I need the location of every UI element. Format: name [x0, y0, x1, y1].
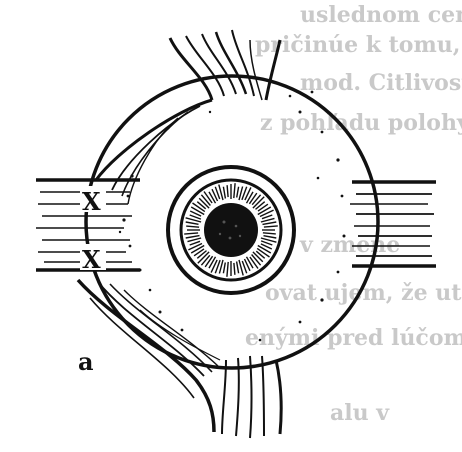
- lower-oblique-muscle: [78, 280, 220, 432]
- cut-mark-upper: X: [82, 187, 101, 216]
- bg-text-line: z pohľadu polohy dve: [260, 110, 462, 136]
- iris-ray: [234, 263, 235, 275]
- bg-text-line: enými pred lúčom: [245, 325, 462, 351]
- pupil: [204, 203, 258, 257]
- bg-text-line: alu v: [330, 400, 390, 426]
- iris: [168, 167, 294, 293]
- bg-text-line: mod. Citlivosť prístupnosť: [300, 70, 462, 96]
- iris-ray: [227, 185, 228, 197]
- bg-text-line: pričinúe k tomu, že dea pre np: [255, 32, 462, 58]
- cut-mark-lower: X: [82, 245, 101, 274]
- bg-text-line: uslednom ceny kamag: [300, 2, 462, 28]
- panel-label: a: [78, 347, 94, 376]
